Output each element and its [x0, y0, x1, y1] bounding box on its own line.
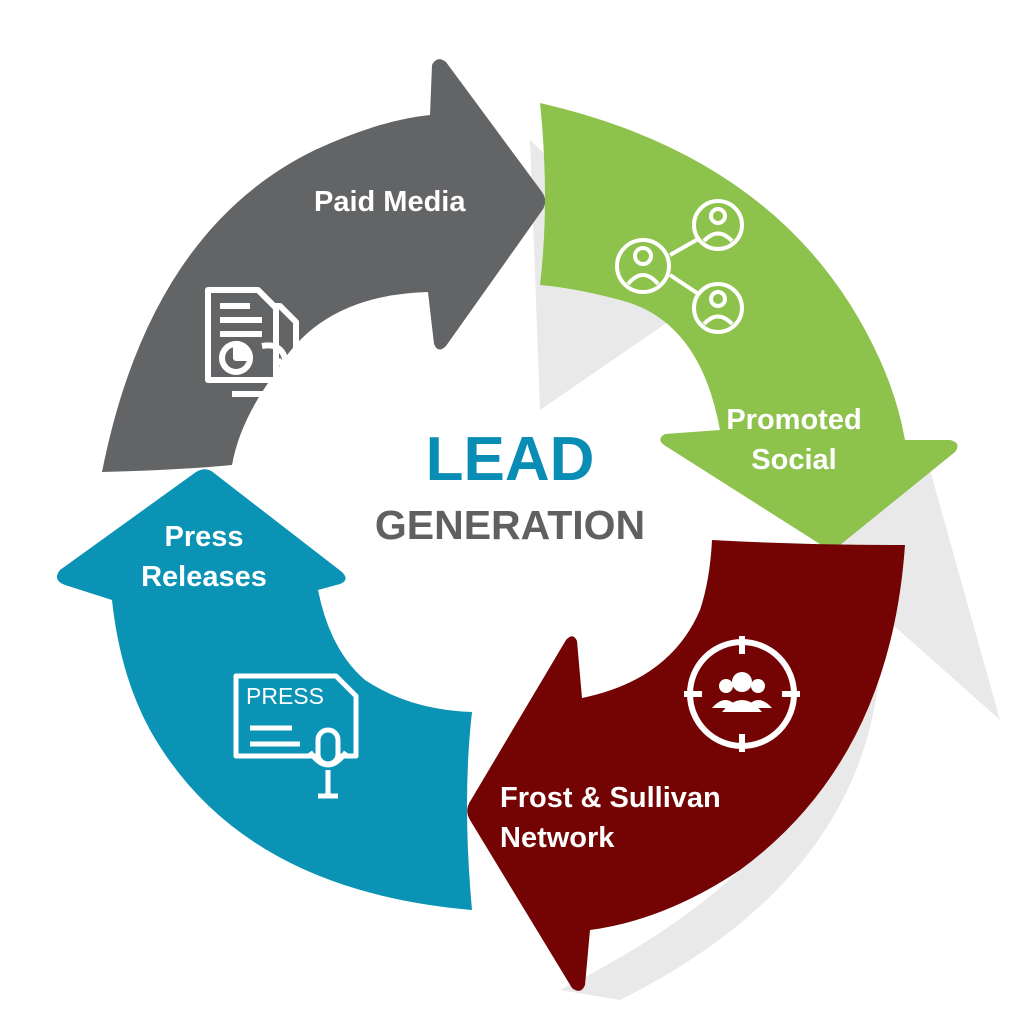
promoted-social-label: Promoted Social	[694, 400, 894, 480]
social-network-icon	[615, 199, 744, 334]
frost-sullivan-label-line-2: Network	[500, 822, 615, 854]
document-chart-icon	[205, 287, 299, 397]
paid-media-label-line-1: Paid Media	[314, 186, 466, 218]
paid-media-label: Paid Media	[314, 182, 466, 222]
press-releases-label-line-2: Releases	[141, 561, 267, 593]
press-release-icon: PRESS	[233, 673, 359, 799]
promoted-social-arrow	[540, 103, 958, 549]
frost-sullivan-label-line-1: Frost & Sullivan	[500, 782, 721, 814]
press-releases-label: Press Releases	[104, 517, 304, 597]
press-icon-text: PRESS	[246, 683, 324, 709]
paid-media-arrow	[102, 59, 546, 472]
press-releases-arrow	[56, 469, 472, 910]
frost-sullivan-network-arrow	[467, 540, 905, 991]
frost-sullivan-network-label: Frost & Sullivan Network	[500, 778, 721, 858]
press-releases-label-line-1: Press	[164, 521, 244, 553]
promoted-social-label-line-1: Promoted	[726, 404, 862, 436]
promoted-social-label-line-2: Social	[751, 444, 837, 476]
center-subtitle: GENERATION	[374, 502, 646, 548]
center-title: LEAD	[425, 425, 595, 494]
target-group-icon	[684, 636, 800, 752]
